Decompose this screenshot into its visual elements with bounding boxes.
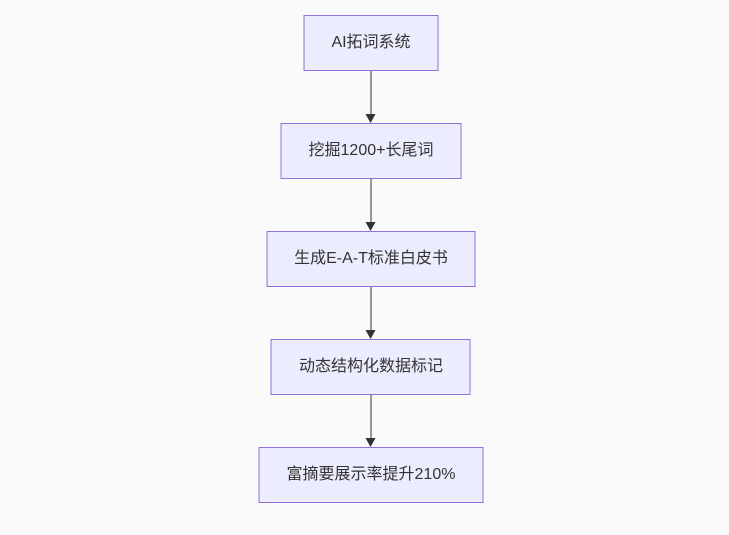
arrow-head-icon	[366, 330, 376, 339]
arrow-head-icon	[366, 438, 376, 447]
flow-arrow	[366, 179, 376, 231]
flow-arrow	[366, 395, 376, 447]
arrow-head-icon	[366, 114, 376, 123]
flow-node: 生成E-A-T标准白皮书	[266, 231, 476, 287]
flow-node: 挖掘1200+长尾词	[280, 123, 462, 179]
flow-node: 动态结构化数据标记	[270, 339, 471, 395]
flow-node: AI拓词系统	[303, 15, 439, 71]
flow-node: 富摘要展示率提升210%	[258, 447, 484, 503]
arrow-shaft	[370, 395, 372, 439]
arrow-shaft	[370, 71, 372, 115]
flow-arrow	[366, 287, 376, 339]
arrow-shaft	[370, 287, 372, 331]
flowchart: AI拓词系统挖掘1200+长尾词生成E-A-T标准白皮书动态结构化数据标记富摘要…	[258, 15, 484, 503]
flow-arrow	[366, 71, 376, 123]
arrow-head-icon	[366, 222, 376, 231]
arrow-shaft	[370, 179, 372, 223]
